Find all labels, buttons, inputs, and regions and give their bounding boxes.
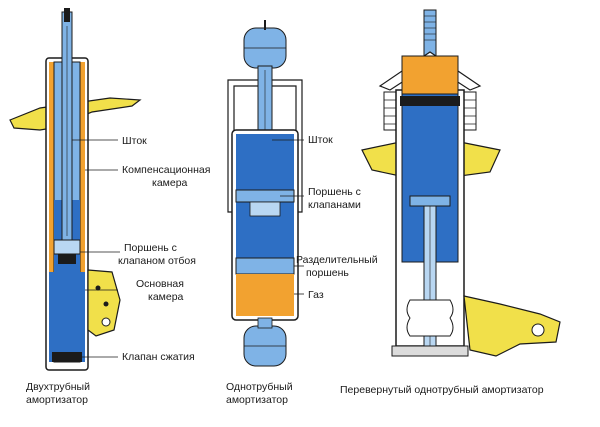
caption-mono-tube: Однотрубный (226, 381, 293, 393)
compression-valve (52, 352, 82, 362)
label-compensation-chamber: Компенсационная (122, 164, 211, 176)
label-compensation-chamber-2: камера (152, 177, 188, 189)
inverted-mono-tube-shock (361, 9, 561, 357)
label-gas: Газ (308, 289, 324, 301)
lower-knuckle (463, 295, 561, 357)
label-rod-left: Шток (122, 135, 147, 147)
leader-lines-middle (272, 139, 304, 295)
caption-inverted-mono-tube: Перевернутый однотрубный амортизатор (340, 384, 544, 396)
caption-twin-tube: Двухтрубный (26, 381, 90, 393)
gas-chamber (401, 55, 459, 95)
gas-chamber (236, 274, 294, 316)
label-piston-rebound-2: клапаном отбоя (118, 255, 196, 267)
label-separating-piston-2: поршень (306, 267, 349, 279)
twin-tube-shock (9, 8, 142, 371)
separating-piston (235, 257, 295, 275)
leader-lines-left (72, 139, 120, 358)
piston (409, 195, 451, 207)
strut-spring-seat (361, 141, 401, 177)
dust-cover (227, 79, 303, 213)
label-compression-valve: Клапан сжатия (122, 351, 195, 363)
label-piston-rebound: Поршень с (124, 242, 177, 254)
label-main-chamber: Основная (136, 278, 184, 290)
piston (53, 239, 81, 255)
label-main-chamber-2: камера (148, 291, 184, 303)
label-piston-valves: Поршень с (308, 186, 361, 198)
label-rod-middle: Шток (308, 134, 333, 146)
bump-stop (406, 299, 454, 337)
caption-twin-tube-2: амортизатор (26, 394, 88, 406)
mono-tube-shock (227, 20, 304, 367)
label-piston-valves-2: клапанами (308, 199, 361, 211)
label-separating-piston: Разделительный (296, 254, 378, 266)
caption-mono-tube-2: амортизатор (226, 394, 288, 406)
